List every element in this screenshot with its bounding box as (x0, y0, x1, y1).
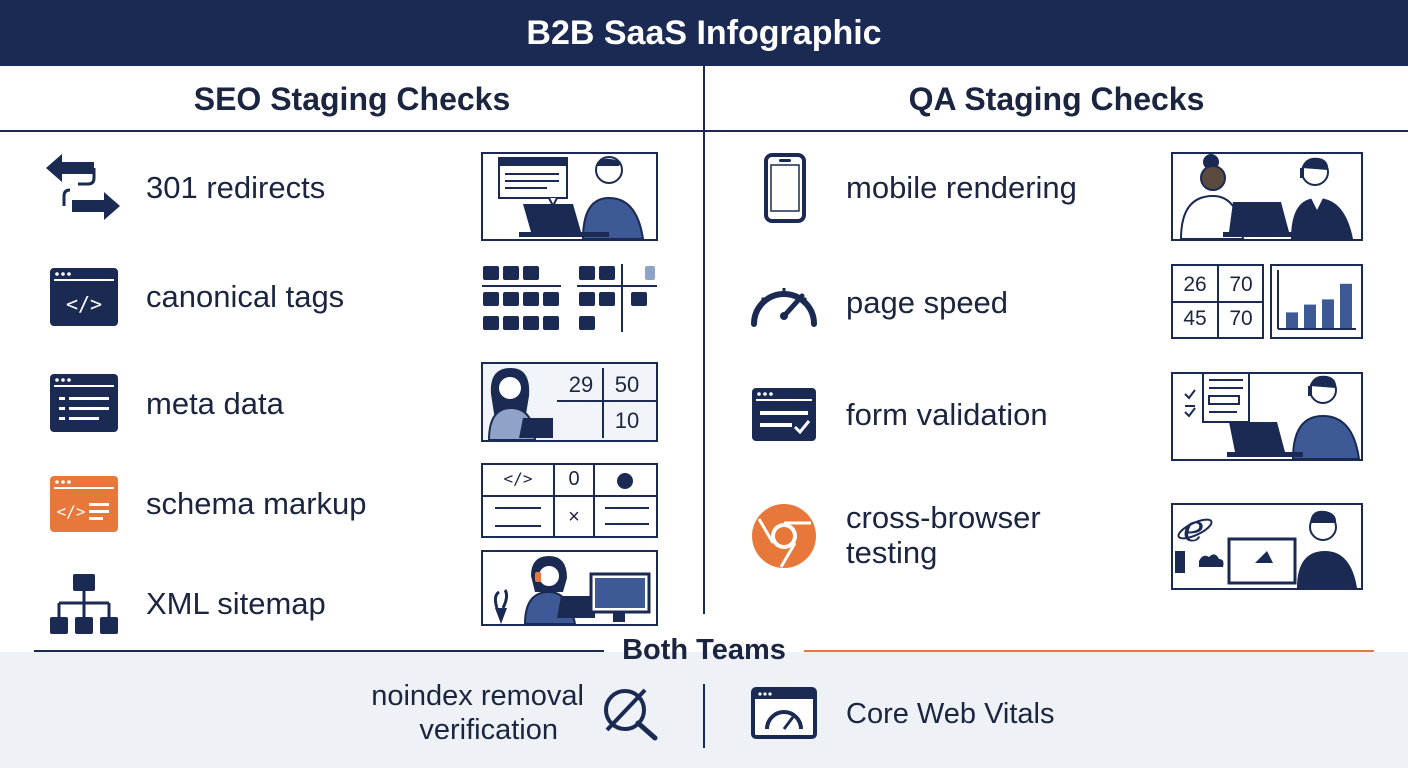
table-value: 45 (1183, 307, 1207, 330)
qa-column-heading: QA Staging Checks (908, 80, 1205, 117)
code-window-icon: </> (49, 267, 119, 327)
grid-value: 0 (568, 468, 580, 490)
speed-bar (1322, 299, 1334, 328)
text-lines (495, 507, 541, 527)
speed-bar (1304, 304, 1316, 328)
seo-item-label: XML sitemap (146, 586, 326, 621)
seo-item-label: canonical tags (146, 279, 345, 314)
qa-item-label: mobile rendering (846, 170, 1077, 205)
both-right-label: Core Web Vitals (846, 698, 1055, 730)
text-lines (605, 507, 649, 525)
headset-agent-illustration (481, 550, 658, 626)
table-value: 70 (1229, 307, 1253, 330)
svg-text:</>: </> (66, 292, 102, 316)
speed-bar-chart-illustration (1270, 264, 1363, 339)
schema-grid-illustration: </> 0 × (481, 463, 658, 538)
tile-grid-illustration (481, 262, 661, 334)
seo-column-heading: SEO Staging Checks (193, 80, 511, 117)
person-table-illustration: 29 50 10 (481, 362, 658, 442)
seo-item-label: schema markup (146, 486, 367, 521)
seo-item-label: meta data (146, 386, 284, 421)
table-value: 29 (568, 372, 594, 397)
both-left-label-line1: noindex removal (371, 680, 584, 712)
table-value: 10 (614, 408, 640, 433)
seo-item-label: 301 redirects (146, 170, 326, 205)
two-people-laptop-illustration (1171, 152, 1363, 241)
sitemap-icon (49, 573, 119, 635)
qa-item-label: testing (846, 535, 938, 570)
both-rule-left (34, 650, 604, 652)
both-divider (703, 684, 705, 748)
core-web-vitals-icon (751, 687, 817, 739)
redirect-arrows-icon (42, 150, 124, 224)
person-laptop-illustration (481, 152, 658, 241)
code-symbol: </> (503, 469, 533, 488)
browser-test-illustration: e (1171, 503, 1363, 590)
svg-text:</>: </> (57, 502, 86, 521)
both-rule-right (804, 650, 1374, 652)
browser-logo-icon (751, 503, 817, 569)
text-window-icon (49, 373, 119, 433)
table-value: 50 (614, 372, 640, 397)
speed-bar (1286, 312, 1298, 328)
checklist-agent-illustration (1171, 372, 1363, 461)
filled-circle (617, 473, 633, 489)
grid-value: × (568, 506, 580, 528)
smartphone-icon (764, 153, 806, 223)
speed-table-illustration: 26 70 45 70 (1171, 264, 1264, 339)
qa-item-label: page speed (846, 285, 1009, 320)
noindex-search-icon (601, 686, 661, 742)
both-left-label-line2: verification (419, 714, 558, 746)
column-divider (703, 66, 705, 614)
orange-code-window-icon: </> (49, 475, 119, 533)
qa-item-label: form validation (846, 397, 1048, 432)
svg-text:e: e (1183, 509, 1204, 550)
both-teams-heading: Both Teams (622, 634, 786, 666)
form-check-window-icon (751, 387, 817, 442)
qa-item-label: cross-browser (846, 500, 1041, 535)
table-value: 26 (1183, 273, 1207, 296)
table-value: 70 (1229, 273, 1253, 296)
speedometer-icon (748, 276, 820, 328)
infographic-title: B2B SaaS Infographic (0, 0, 1408, 66)
speed-bar (1340, 283, 1352, 328)
